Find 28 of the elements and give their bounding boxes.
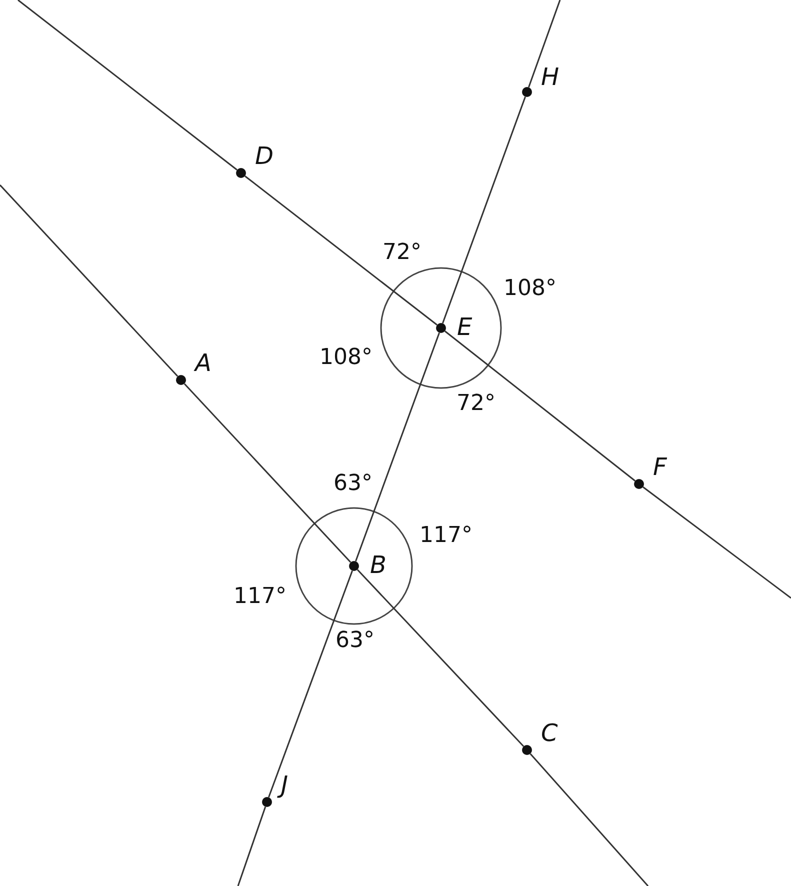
- point-label: A: [195, 350, 212, 376]
- point-label: E: [457, 314, 472, 340]
- line-segment: [237, 806, 266, 886]
- point-label: F: [653, 454, 667, 480]
- line-segment: [18, 0, 238, 170]
- angle-label: 63°: [336, 629, 374, 653]
- line-segment: [356, 569, 524, 747]
- angle-label: 72°: [456, 392, 496, 416]
- line-segment: [268, 570, 353, 798]
- angle-label: 117°: [420, 524, 472, 548]
- line-segment: [244, 176, 438, 326]
- angle-label: 117°: [234, 585, 286, 609]
- line-segment: [530, 753, 649, 886]
- point-label: H: [541, 64, 560, 90]
- line-segment: [184, 383, 352, 563]
- line-segment: [0, 184, 178, 377]
- line-segment: [444, 330, 636, 482]
- line-segment: [442, 96, 526, 324]
- line-segment: [528, 0, 561, 88]
- angle-label: 108°: [504, 277, 556, 301]
- line-segment: [642, 486, 791, 599]
- angle-label: 108°: [320, 346, 372, 370]
- point-label: C: [541, 720, 558, 746]
- line-segment: [355, 332, 440, 562]
- angle-label: 63°: [334, 472, 372, 496]
- point-label: B: [370, 552, 386, 578]
- angle-label: 72°: [382, 241, 422, 265]
- point-label: D: [255, 143, 274, 169]
